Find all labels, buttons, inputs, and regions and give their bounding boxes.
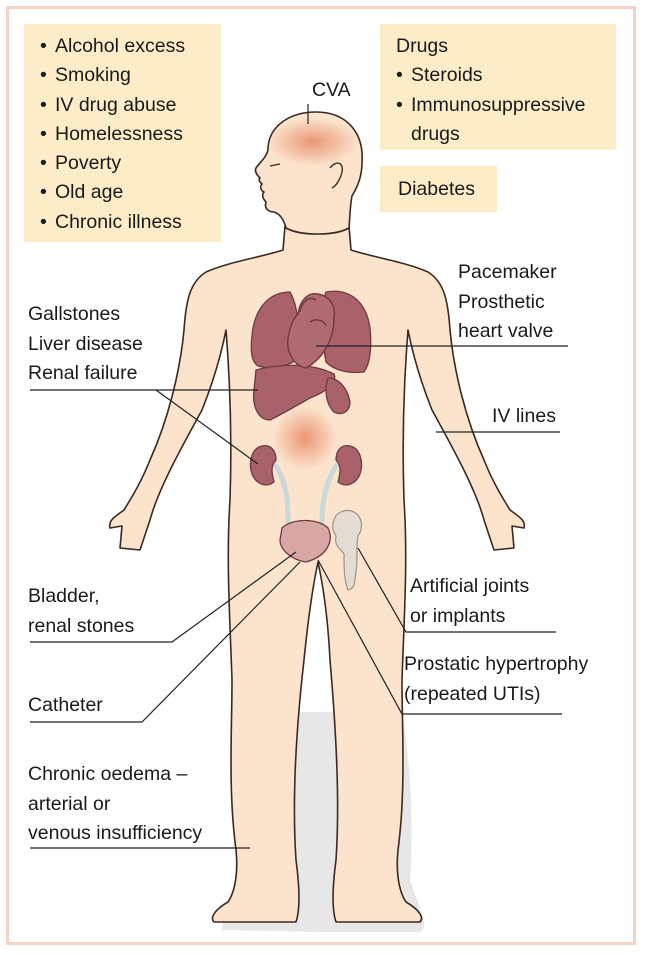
prostatic-text: Prostatic hypertrophy — [404, 653, 589, 675]
gallstones-label: Gallstones Liver disease Renal failure — [28, 300, 143, 389]
ear — [329, 162, 344, 189]
joint-line — [357, 547, 556, 633]
oedema-text-1: Chronic oedema – — [28, 763, 188, 785]
body-silhouette — [108, 225, 526, 923]
catheter-text: Catheter — [28, 694, 103, 716]
stomach — [325, 377, 351, 415]
diabetes-box: Diabetes — [380, 166, 497, 212]
eye-line — [269, 163, 281, 167]
drugs-heading: Drugs — [396, 35, 449, 57]
catheter-label: Catheter — [28, 691, 103, 721]
diabetes-label: Diabetes — [398, 178, 475, 200]
pacemaker-label: Pacemaker Prosthetic heart valve — [458, 258, 557, 347]
risk-factor-item: Homelessness — [40, 120, 221, 149]
cva-hotspot — [267, 118, 359, 166]
kidney-line — [155, 389, 259, 465]
aorta — [299, 297, 327, 327]
right-kidney — [335, 444, 363, 486]
drugs-list: Steroids Immunosuppressive — [396, 61, 616, 120]
oedema-text-2: arterial or — [28, 792, 111, 815]
figure-frame — [6, 6, 636, 945]
risk-factor-item: Poverty — [40, 149, 221, 178]
or-implants-text: or implants — [410, 604, 506, 627]
abdomen-hotspot — [273, 406, 337, 470]
left-ureter — [273, 463, 291, 525]
artificial-joint — [332, 509, 363, 591]
risk-factor-item: IV drug abuse — [40, 91, 221, 120]
bladder-text: Bladder, — [28, 585, 100, 607]
drug-item: Immunosuppressive — [396, 91, 616, 120]
repeated-utis-text: (repeated UTIs) — [404, 682, 541, 705]
gallstones-text: Gallstones — [28, 303, 121, 325]
catheter-line — [30, 561, 301, 723]
left-kidney — [249, 444, 277, 486]
oedema-label: Chronic oedema – arterial or venous insu… — [28, 760, 202, 849]
prostatic-label: Prostatic hypertrophy (repeated UTIs) — [404, 650, 588, 709]
drugs-continuation: drugs — [411, 122, 460, 145]
risk-factor-item: Old age — [40, 178, 221, 207]
heart-valve-text: heart valve — [458, 320, 554, 342]
prostate-line — [317, 559, 562, 715]
iv-lines-label: IV lines — [492, 402, 556, 432]
iv-lines-text: IV lines — [492, 405, 556, 427]
bladder — [279, 519, 331, 563]
risk-factors-list: Alcohol excess Smoking IV drug abuse Hom… — [40, 32, 221, 237]
liver-disease-text: Liver disease — [28, 332, 143, 355]
cva-label: CVA — [312, 76, 351, 106]
risk-factor-item: Chronic illness — [40, 208, 221, 237]
artificial-joints-label: Artificial joints or implants — [410, 572, 529, 631]
drugs-box: Drugs Steroids Immunosuppressive drugs — [380, 24, 616, 150]
prosthetic-text: Prosthetic — [458, 290, 545, 313]
leader-lines — [30, 104, 568, 849]
heart — [287, 293, 336, 369]
oedema-text-3: venous insufficiency — [28, 822, 203, 844]
cva-text: CVA — [312, 79, 351, 101]
right-ureter — [319, 463, 339, 525]
artificial-joints-text: Artificial joints — [410, 575, 530, 597]
renal-stones-text: renal stones — [28, 614, 135, 637]
bladder-line — [30, 551, 297, 643]
risk-factor-item: Smoking — [40, 61, 221, 90]
drug-item: Steroids — [396, 61, 616, 90]
risk-factors-box: Alcohol excess Smoking IV drug abuse Hom… — [24, 24, 221, 242]
renal-failure-text: Renal failure — [28, 362, 138, 384]
bladder-label: Bladder, renal stones — [28, 582, 134, 641]
pacemaker-text: Pacemaker — [458, 261, 557, 283]
risk-factor-item: Alcohol excess — [40, 32, 221, 61]
